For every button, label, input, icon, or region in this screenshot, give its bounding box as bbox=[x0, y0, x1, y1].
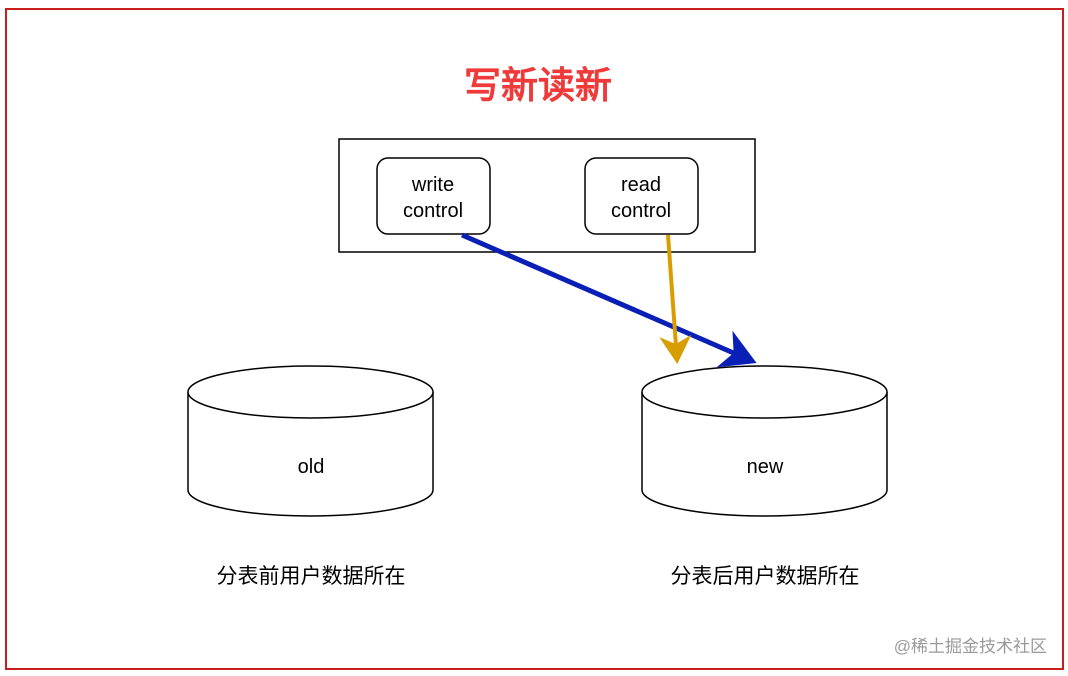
old-database-label: old bbox=[298, 456, 325, 478]
frame-border bbox=[5, 8, 1064, 670]
read-control-node: read control bbox=[584, 157, 699, 235]
diagram-title: 写新读新 bbox=[464, 65, 612, 106]
write-control-node: write control bbox=[376, 157, 491, 235]
read-arrow bbox=[659, 234, 692, 364]
old-database-cylinder: old bbox=[187, 365, 434, 517]
new-database-label: new bbox=[747, 456, 784, 478]
write-control-label-line1: write bbox=[411, 174, 454, 196]
new-database-caption: 分表后用户数据所在 bbox=[671, 565, 860, 588]
write-control-label-line2: control bbox=[403, 200, 463, 222]
read-control-label-line2: control bbox=[611, 200, 671, 222]
watermark: @稀土掘金技术社区 bbox=[894, 637, 1047, 656]
read-control-label-line1: read bbox=[621, 174, 661, 196]
old-database-caption: 分表前用户数据所在 bbox=[217, 565, 406, 588]
write-arrow bbox=[461, 232, 757, 368]
new-database-cylinder: new bbox=[641, 365, 888, 517]
